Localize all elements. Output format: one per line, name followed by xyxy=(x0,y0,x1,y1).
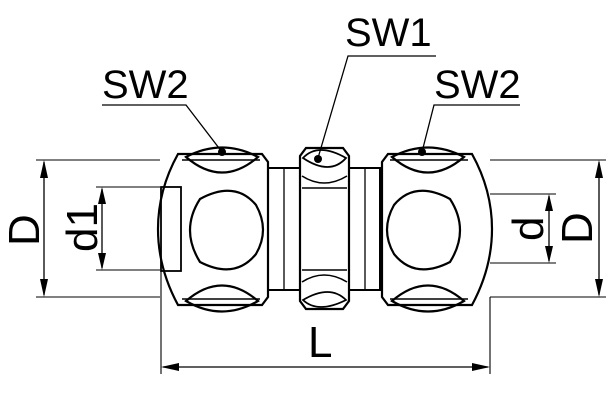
arrow-d1-top xyxy=(98,187,106,204)
label-sw1: SW1 xyxy=(345,11,432,55)
leader-sw1 xyxy=(317,55,436,159)
label-dim-D-left: D xyxy=(0,214,49,246)
right-cap-nut xyxy=(380,146,494,313)
arrow-D-right-top xyxy=(595,160,603,178)
leader-sw2-right xyxy=(421,104,520,153)
center-nut-upper-band xyxy=(301,175,348,189)
right-nut-bottom-facet xyxy=(390,284,466,313)
label-sw2-left: SW2 xyxy=(102,63,189,107)
arrow-d-top xyxy=(545,194,553,211)
center-nut-outline xyxy=(298,146,351,311)
right-nut-outline xyxy=(380,152,494,307)
leader-sw2-left xyxy=(102,104,223,153)
label-dim-d1: d1 xyxy=(58,203,107,252)
right-nut-top-facet xyxy=(390,146,466,174)
left-nut-mid-facet xyxy=(189,189,265,271)
arrow-D-left-top xyxy=(40,160,48,178)
left-nut-bottom-facet xyxy=(184,284,260,313)
left-pipe-stub xyxy=(160,186,182,272)
leader-lines xyxy=(102,55,520,159)
left-nut-outline xyxy=(156,152,270,307)
label-dim-d: d xyxy=(504,217,553,241)
arrow-L-left xyxy=(161,363,179,371)
label-dim-L: L xyxy=(308,318,332,367)
center-nut-bottom-flat xyxy=(301,291,348,308)
right-nut-marker-dot xyxy=(418,148,426,156)
arrow-D-left-bottom xyxy=(40,279,48,297)
right-nut-mid-facet xyxy=(385,189,461,271)
center-nut-top-flat xyxy=(301,149,348,168)
dimension-lines xyxy=(40,160,603,371)
label-dim-D-right: D xyxy=(553,212,602,244)
center-body xyxy=(268,167,381,291)
arrow-L-right xyxy=(472,363,490,371)
arrow-d1-bottom xyxy=(98,253,106,270)
center-nut-marker-dot xyxy=(314,155,322,163)
left-cap-nut xyxy=(156,146,270,313)
center-hex-nut xyxy=(298,146,351,311)
arrow-d-bottom xyxy=(545,246,553,263)
label-sw2-right: SW2 xyxy=(434,63,521,107)
arrow-D-right-bottom xyxy=(595,279,603,297)
extension-lines xyxy=(36,159,606,374)
center-nut-lower-band xyxy=(301,269,348,283)
left-nut-marker-dot xyxy=(218,148,226,156)
left-nut-top-facet xyxy=(184,146,260,174)
